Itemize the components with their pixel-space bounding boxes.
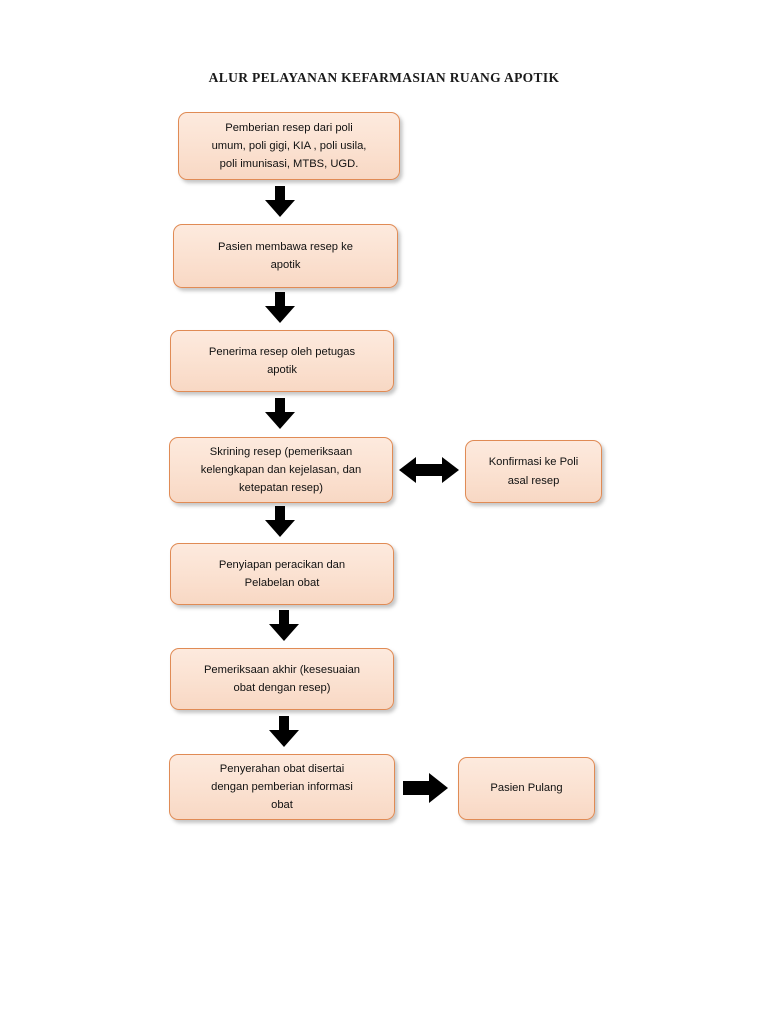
arrow-left-right-icon	[399, 454, 459, 486]
node-konfirmasi-poli[interactable]: Konfirmasi ke Poli asal resep	[465, 440, 602, 503]
node-pasien-pulang-label: Pasien Pulang	[490, 782, 563, 795]
node-penerima-resep[interactable]: Penerima resep oleh petugas apotik	[170, 330, 394, 392]
node-pemeriksaan-akhir-label: Pemeriksaan akhir (kesesuaian obat denga…	[203, 663, 361, 694]
arrow-right-icon	[403, 772, 448, 804]
arrow-down-icon	[264, 398, 296, 430]
page-title: ALUR PELAYANAN KEFARMASIAN RUANG APOTIK	[208, 70, 560, 85]
node-pemberian-resep[interactable]: Pemberian resep dari poli umum, poli gig…	[178, 112, 400, 180]
node-penyerahan-obat-label: Penyerahan obat disertai dengan pemberia…	[211, 762, 353, 812]
arrow-down-icon	[268, 716, 300, 748]
node-penyiapan-peracikan[interactable]: Penyiapan peracikan dan Pelabelan obat	[170, 543, 394, 605]
arrow-down-icon	[264, 292, 296, 324]
node-pasien-membawa-resep-label: Pasien membawa resep ke apotik	[218, 240, 353, 271]
node-penyerahan-obat[interactable]: Penyerahan obat disertai dengan pemberia…	[169, 754, 395, 820]
node-pasien-pulang[interactable]: Pasien Pulang	[458, 757, 595, 820]
node-pemberian-resep-label: Pemberian resep dari poli umum, poli gig…	[211, 121, 367, 171]
node-pemeriksaan-akhir[interactable]: Pemeriksaan akhir (kesesuaian obat denga…	[170, 648, 394, 710]
arrow-down-icon	[264, 506, 296, 538]
node-konfirmasi-poli-label: Konfirmasi ke Poli asal resep	[488, 456, 579, 487]
arrow-down-icon	[264, 186, 296, 218]
node-skrining-resep-label: Skrining resep (pemeriksaan kelengkapan …	[200, 445, 362, 495]
node-penyiapan-peracikan-label: Penyiapan peracikan dan Pelabelan obat	[218, 558, 346, 589]
arrow-down-icon	[268, 610, 300, 642]
node-penerima-resep-label: Penerima resep oleh petugas apotik	[208, 345, 356, 376]
node-pasien-membawa-resep[interactable]: Pasien membawa resep ke apotik	[173, 224, 398, 288]
node-skrining-resep[interactable]: Skrining resep (pemeriksaan kelengkapan …	[169, 437, 393, 503]
